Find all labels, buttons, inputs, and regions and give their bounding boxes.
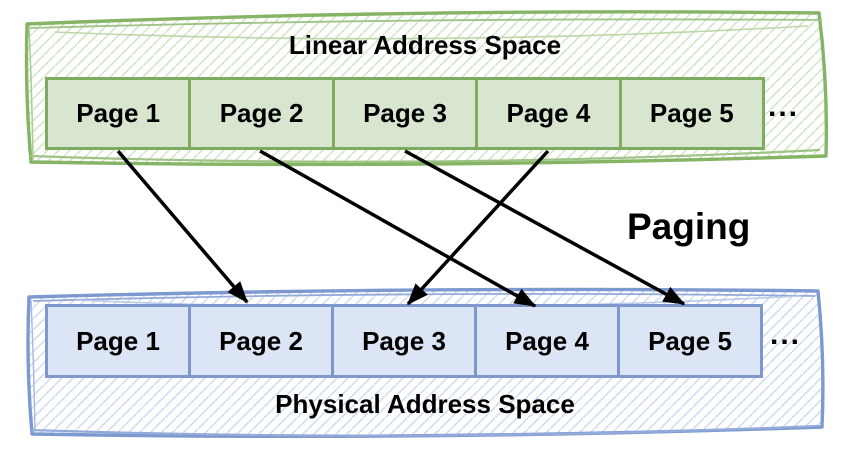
physical-sketch-stroke-bottom bbox=[30, 424, 819, 437]
linear-page-row: Page 1 Page 2 Page 3 Page 4 Page 5 bbox=[45, 77, 765, 150]
physical-page-3: Page 3 bbox=[334, 307, 477, 375]
linear-page-1: Page 1 bbox=[48, 80, 192, 147]
physical-page-1: Page 1 bbox=[48, 307, 191, 375]
physical-sketch-stroke-left bbox=[30, 299, 36, 433]
linear-address-space-title: Linear Address Space bbox=[288, 30, 562, 60]
linear-ellipsis: ... bbox=[768, 89, 800, 123]
linear-sketch-swoosh bbox=[54, 25, 809, 40]
linear-page-5: Page 5 bbox=[649, 98, 734, 128]
physical-page-2: Page 2 bbox=[191, 307, 334, 375]
linear-page-2: Page 2 bbox=[191, 80, 335, 147]
physical-address-space-title: Physical Address Space bbox=[275, 389, 575, 419]
linear-page-4: Page 4 bbox=[478, 80, 622, 147]
paging-label: Paging bbox=[627, 206, 751, 247]
linear-page-3: Page 3 bbox=[335, 80, 479, 147]
linear-sketch-stroke-left bbox=[28, 25, 34, 161]
physical-page-4: Page 4 bbox=[477, 307, 620, 375]
physical-page-row: Page 1 Page 2 Page 3 Page 4 Page 5 bbox=[45, 304, 763, 378]
physical-ellipsis: ... bbox=[770, 318, 802, 351]
linear-sketch-stroke-top bbox=[29, 18, 823, 29]
physical-page-5: Page 5 bbox=[648, 325, 732, 356]
